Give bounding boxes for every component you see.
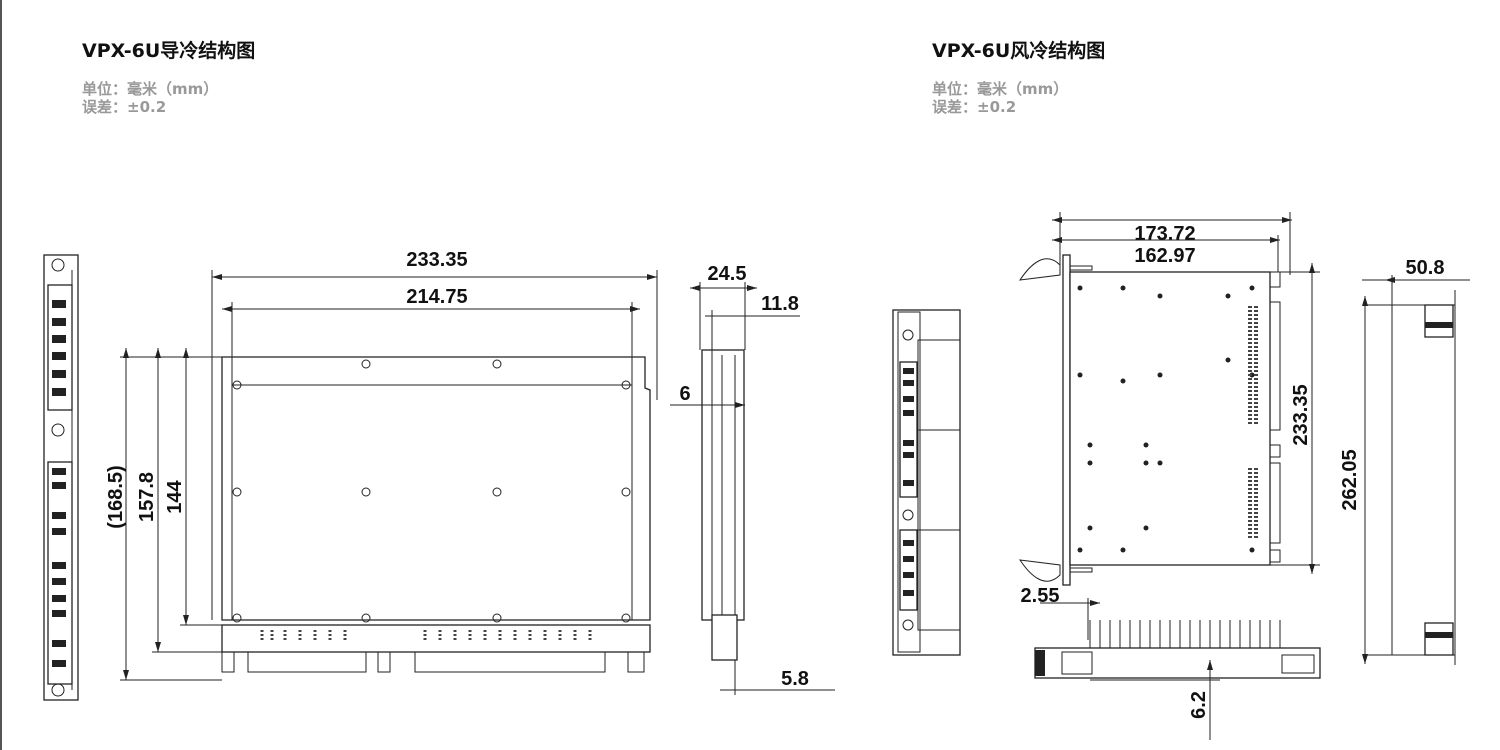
dim-board-length: 233.35	[1290, 384, 1312, 445]
dim-width-total: 173.72	[1134, 223, 1195, 245]
conduction-unit-info: 单位：毫米（mm） 误差：±0.2	[82, 80, 218, 116]
air-unit-info: 单位：毫米（mm） 误差：±0.2	[932, 80, 1068, 116]
conduction-dimensions: 233.35 214.75 (168.5) 157.8 144	[105, 249, 658, 681]
unit-label: 单位：毫米（mm）	[932, 80, 1069, 98]
dim-width-inner: 162.97	[1134, 245, 1195, 267]
dim-panel-width: 50.8	[1406, 257, 1445, 279]
page-border	[0, 0, 2, 750]
dim-side-gap: 6	[679, 383, 690, 405]
air-front-panel	[892, 309, 961, 656]
dim-width-inner: 214.75	[406, 286, 467, 308]
dim-side-width: 24.5	[708, 263, 747, 285]
dim-width-total: 233.35	[406, 249, 467, 271]
dim-height-total: (168.5)	[105, 465, 127, 528]
conduction-side-view: 24.5 11.8 6 5.8	[670, 263, 835, 695]
air-cooled-title: VPX-6U风冷结构图	[932, 40, 1106, 62]
dim-side-bottom: 5.8	[781, 668, 809, 690]
tolerance-label: 误差：±0.2	[82, 98, 167, 116]
conduction-board-top-view	[221, 356, 651, 673]
air-side-view: 50.8 262.05	[1339, 257, 1470, 665]
dim-overall-height: 262.05	[1339, 449, 1361, 510]
conduction-front-panel	[43, 254, 79, 701]
dim-height-mid: 157.8	[136, 472, 158, 522]
air-board-dimensions: 173.72 162.97 233.35 2.55	[1021, 212, 1320, 640]
air-board-top-view	[1018, 254, 1281, 586]
unit-label: 单位：毫米（mm）	[82, 80, 219, 98]
tolerance-label: 误差：±0.2	[932, 98, 1017, 116]
air-heatsink-side-view: 6.2	[1034, 620, 1321, 740]
dim-bottom-gap: 6.2	[1188, 691, 1210, 719]
dim-side-inner: 11.8	[761, 293, 799, 315]
dim-height-inner: 144	[164, 479, 186, 513]
conduction-cooled-title: VPX-6U导冷结构图	[82, 40, 256, 62]
dim-panel-offset: 2.55	[1021, 585, 1060, 607]
